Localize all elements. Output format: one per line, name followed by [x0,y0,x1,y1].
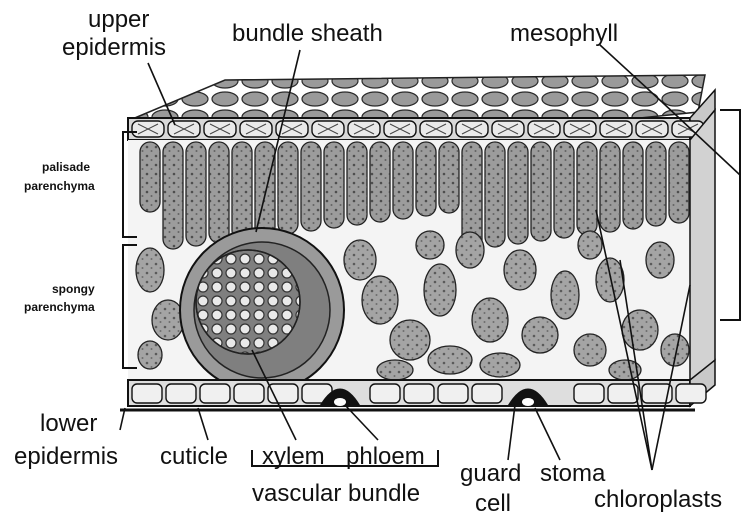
label-upper: upper [88,8,149,32]
label-xylem: xylem [262,445,325,469]
label-phloem: phloem [346,445,425,469]
side-face [690,110,715,390]
label-spongy: spongy [52,283,95,295]
label-epidermis-lower: epidermis [14,445,118,469]
epidermis-cells [132,384,706,403]
label-bundle-sheath: bundle sheath [232,22,383,46]
label-cell: cell [475,492,511,516]
label-lower: lower [40,412,97,436]
label-stoma: stoma [540,462,605,486]
right-bracket [720,110,740,320]
label-mesophyll: mesophyll [510,22,618,46]
label-spongy-parenchyma: parenchyma [24,301,95,313]
label-epidermis-upper: epidermis [62,36,166,60]
label-cuticle: cuticle [160,445,228,469]
label-palisade: palisade [42,161,90,173]
leaf-top-surface [130,75,705,124]
label-vascular-bundle: vascular bundle [252,482,420,506]
label-chloroplasts: chloroplasts [594,488,722,512]
label-palisade-parenchyma: parenchyma [24,180,95,192]
vascular-bundle-illustration [180,228,344,392]
label-guard: guard [460,462,521,486]
